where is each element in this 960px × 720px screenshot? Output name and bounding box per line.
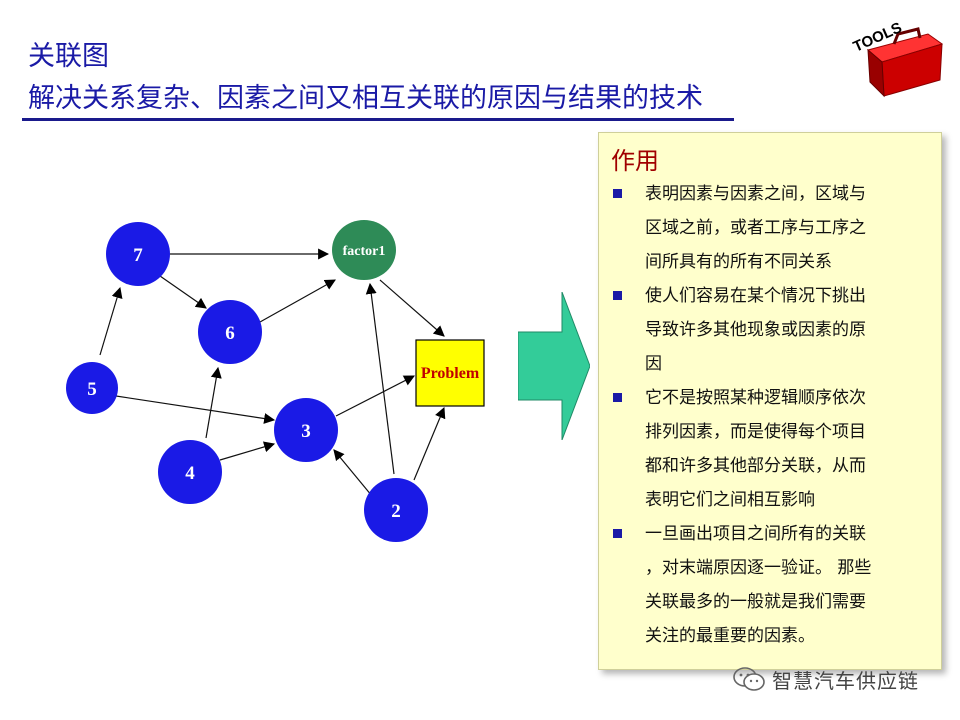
node-5-label: 5 (87, 379, 97, 400)
edge-2-problem (413, 406, 446, 481)
node-4: 4 (158, 440, 222, 504)
bullet-text: 因 (645, 354, 662, 374)
bullet-square-icon (613, 529, 622, 538)
edge-3-problem (335, 375, 415, 417)
usage-panel: 作用 表明因素与因素之间，区域与 区域之前，或者工序与工序之 间所具有的所有不同… (598, 132, 942, 670)
bullet-item: 一旦画出项目之间所有的关联 ，对末端原因逐一验证。 那些 关联最多的一般就是我们… (611, 517, 933, 653)
bullet-text: 关注的最重要的因素。 (645, 626, 815, 646)
node-factor1-label: factor1 (343, 244, 386, 259)
node-2: 2 (364, 478, 428, 542)
edge-4-6 (205, 366, 222, 439)
wechat-icon (733, 667, 765, 691)
node-7: 7 (106, 222, 170, 286)
edge-5-3 (115, 395, 276, 424)
relation-edges (99, 248, 446, 497)
node-6: 6 (198, 300, 262, 364)
node-5: 5 (66, 362, 118, 414)
bullet-square-icon (613, 189, 622, 198)
page-subtitle: 解决关系复杂、因素之间又相互关联的原因与结果的技术 (28, 83, 703, 114)
node-4-label: 4 (185, 463, 195, 484)
bullet-text: 表明它们之间相互影响 (645, 490, 815, 510)
toolbox-icon: TOOLS (851, 19, 944, 98)
edge-factor1-problem (379, 279, 445, 337)
bullet-text: ，对末端原因逐一验证。 那些 (645, 558, 872, 578)
node-factor1: factor1 (332, 220, 396, 280)
bullet-item: 它不是按照某种逻辑顺序依次 排列因素，而是使得每个项目 都和许多其他部分关联，从… (611, 381, 933, 517)
edge-6-factor1 (259, 279, 336, 323)
bullet-text: 导致许多其他现象或因素的原 (645, 320, 866, 340)
edge-2-3 (333, 449, 373, 497)
bullet-list: 表明因素与因素之间，区域与 区域之前，或者工序与工序之 间所具有的所有不同关系 … (611, 177, 933, 653)
relation-diagram: 7 6 5 4 3 2 factor1 Problem (66, 220, 485, 542)
watermark-text: 智慧汽车供应链 (772, 668, 919, 693)
bullet-text: 都和许多其他部分关联，从而 (645, 456, 866, 476)
edge-5-7 (99, 286, 123, 356)
bullet-text: 间所具有的所有不同关系 (645, 252, 832, 272)
bullet-text: 区域之前，或者工序与工序之 (645, 218, 866, 238)
panel-title: 作用 (611, 147, 659, 175)
edge-2-factor1 (365, 282, 395, 475)
bullet-text: 表明因素与因素之间，区域与 (645, 184, 866, 204)
bullet-square-icon (613, 291, 622, 300)
node-problem: Problem (415, 339, 485, 407)
flow-arrow-icon (518, 292, 590, 440)
watermark: 智慧汽车供应链 (732, 664, 919, 694)
bullet-text: 一旦画出项目之间所有的关联 (645, 524, 866, 544)
bullet-text: 它不是按照某种逻辑顺序依次 (645, 388, 866, 408)
bullet-item: 表明因素与因素之间，区域与 区域之前，或者工序与工序之 间所具有的所有不同关系 (611, 177, 933, 279)
node-7-label: 7 (133, 245, 143, 266)
edge-7-6 (159, 275, 207, 309)
edge-4-3 (219, 441, 276, 461)
node-2-label: 2 (391, 501, 401, 522)
node-problem-label: Problem (421, 365, 480, 382)
bullet-item: 使人们容易在某个情况下挑出 导致许多其他现象或因素的原 因 (611, 279, 933, 381)
page-title: 关联图 (28, 41, 109, 72)
node-3: 3 (274, 398, 338, 462)
bullet-text: 使人们容易在某个情况下挑出 (645, 286, 866, 306)
bullet-text: 关联最多的一般就是我们需要 (645, 592, 866, 612)
title-underline (22, 118, 734, 121)
bullet-square-icon (613, 393, 622, 402)
node-6-label: 6 (225, 323, 235, 344)
bullet-text: 排列因素，而是使得每个项目 (645, 422, 866, 442)
node-3-label: 3 (301, 421, 311, 442)
